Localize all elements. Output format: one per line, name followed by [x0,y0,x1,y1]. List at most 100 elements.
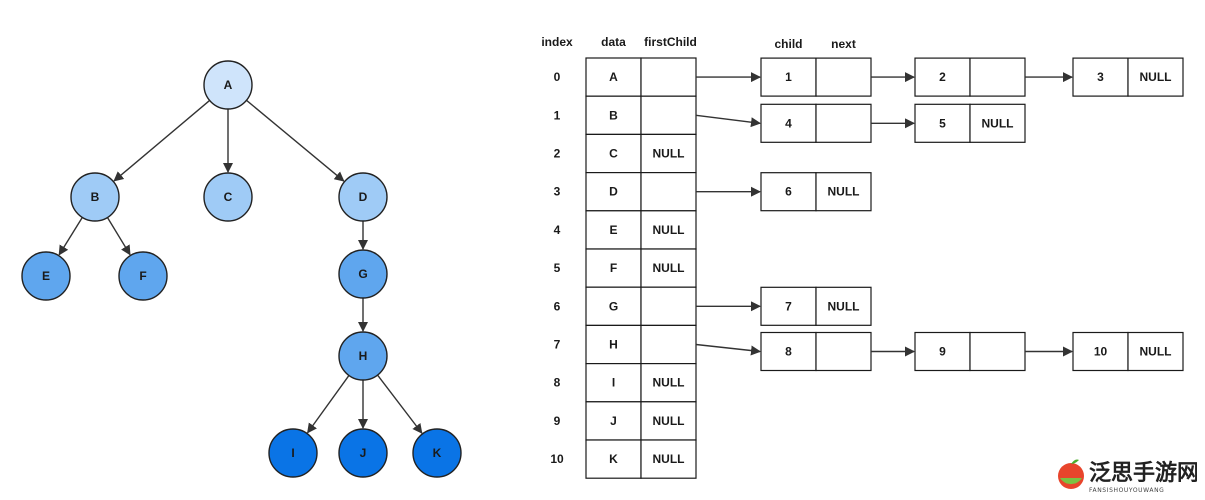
tree-edge-b-e [58,217,83,256]
tree-node-g: G [338,249,388,299]
next-cell [1127,57,1184,97]
list-node: 2 [914,57,1026,97]
tree-node-circle [21,251,71,301]
row-index: 3 [554,185,561,199]
child-cell-label: 3 [1097,70,1104,84]
data-cell-label: K [609,452,618,466]
list-node: 5 NULL [914,103,1026,143]
first-child-cell-label: NULL [653,223,685,237]
child-cell [760,331,817,372]
first-child-pointer [695,114,761,128]
data-cell [585,172,642,212]
first-child-cell-label: NULL [653,452,685,466]
watermark-name: 泛思手游网 [1089,460,1197,486]
tree-node-e: E [21,251,71,301]
tree-node-label: A [224,78,233,92]
child-list-row-1: 4 5 NULL [695,103,1026,143]
tree-node-label: E [42,269,50,283]
first-child-cell [640,286,697,327]
header-child: child [774,37,802,51]
tree-edge-a-d [246,99,345,182]
child-cell-label: 2 [939,70,946,84]
first-child-cell-label: NULL [653,261,685,275]
tree-node-circle [118,251,168,301]
watermark-subtitle: FANSISHOUYOUWANG [1089,487,1164,494]
next-cell [815,57,872,97]
tree-node-circle [338,331,388,381]
tree-node-circle [338,249,388,299]
next-cell [815,286,872,326]
tree-node-i: I [268,428,318,478]
table-row: 10 K NULL [550,439,697,479]
child-cell [914,103,971,143]
child-cell-label: 8 [785,345,792,359]
tree-edges [58,99,423,434]
first-child-cell-label: NULL [653,147,685,161]
tree-node-a: A [203,60,253,110]
next-cell [1127,331,1184,372]
data-cell [585,286,642,327]
next-cell-label: NULL [828,299,860,313]
row-index: 8 [554,376,561,390]
row-index: 6 [554,299,561,313]
data-cell [585,95,642,135]
list-node: 7 NULL [760,286,872,326]
child-cell [760,57,817,97]
child-cell-label: 10 [1094,345,1108,359]
first-child-cell [640,324,697,365]
data-cell-label: D [609,185,618,199]
data-cell-label: B [609,108,618,122]
child-cell-label: 6 [785,185,792,199]
child-cell-label: 5 [939,116,946,130]
tree-node-circle [203,172,253,222]
tree-edge-b-f [106,217,131,256]
table-row: 9 J NULL [554,401,697,441]
data-cell-label: J [610,414,617,428]
tree-edge-h-i [307,375,350,434]
child-cell [914,57,971,97]
data-cell-label: E [609,223,617,237]
tree-node-label: G [358,267,367,281]
tree-node-label: I [291,446,294,460]
next-cell [815,172,872,212]
header-data: data [601,35,626,49]
header-first-child: firstChild [644,35,697,49]
tree-node-f: F [118,251,168,301]
row-index: 9 [554,414,561,428]
child-cell-label: 7 [785,299,792,313]
child-cell [760,172,817,212]
first-child-cell [640,210,697,250]
row-index: 7 [554,338,561,352]
row-index: 2 [554,147,561,161]
first-child-cell-label: NULL [653,414,685,428]
data-cell-label: I [612,376,615,390]
tree-node-circle [338,428,388,478]
child-cell-label: 9 [939,345,946,359]
tree-edge-a-b [113,99,211,182]
tree-node-circle [412,428,462,478]
first-child-pointer [695,343,761,356]
next-cell-label: NULL [982,116,1014,130]
next-cell [815,103,872,143]
data-cell [585,133,642,174]
tree-node-circle [203,60,253,110]
tree-node-circle [338,172,388,222]
data-cell-label: F [610,261,617,275]
first-child-cell [640,57,697,97]
data-cell-label: G [609,299,618,313]
tree-node-b: B [70,172,120,222]
next-cell [969,103,1026,143]
child-cell-label: 4 [785,116,792,130]
row-index: 10 [550,452,564,466]
child-list-row-6: 7 NULL [696,286,872,326]
